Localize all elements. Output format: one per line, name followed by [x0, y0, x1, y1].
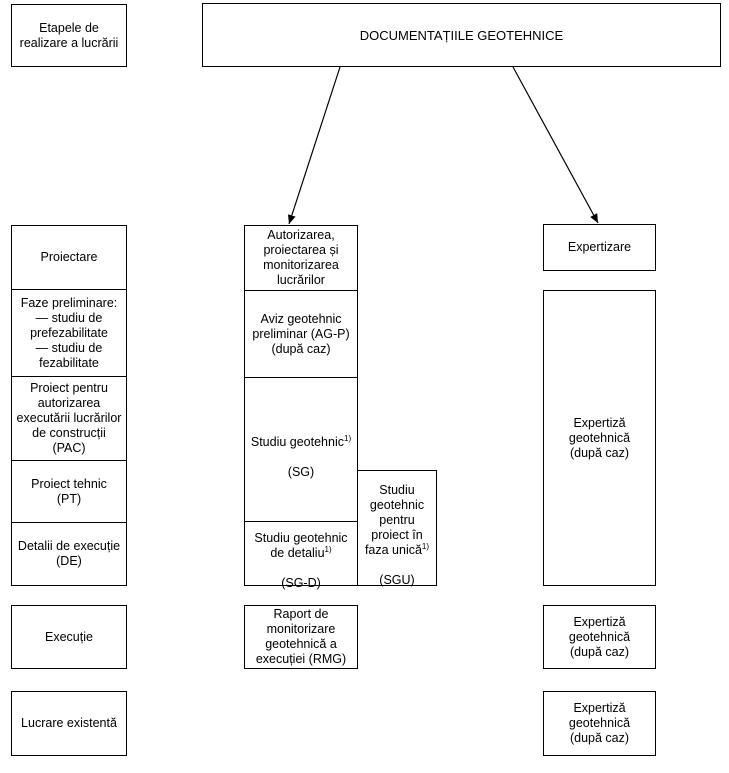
expertiza-geotehnica-main: Expertiză geotehnică (după caz)	[543, 290, 656, 586]
stage-executie: Execuție	[11, 605, 127, 669]
sg-text: Studiu geotehnic	[250, 434, 344, 449]
sgd-footnote: 1)	[324, 545, 332, 554]
expertiza-geotehnica-existenta: Expertiză geotehnică (după caz)	[543, 691, 656, 756]
sgd-text: Studiu geotehnic de detaliu	[254, 531, 348, 560]
studiu-geotehnic: Studiu geotehnic1) (SG)	[244, 377, 358, 522]
expertizare-header: Expertizare	[543, 224, 656, 271]
sgu-abbr: (SGU)	[379, 573, 415, 587]
arrow-to-authorization	[287, 66, 341, 225]
stage-pac: Proiect pentru autorizarea executării lu…	[11, 376, 127, 461]
arrow-to-expertizare	[512, 66, 599, 224]
sgu-footnote: 1)	[421, 542, 430, 551]
aviz-geotehnic-preliminar: Aviz geotehnic preliminar (AG-P) (după c…	[244, 290, 358, 378]
stage-pt: Proiect tehnic (PT)	[11, 460, 127, 523]
authorization-header: Autorizarea, proiectarea și monitorizare…	[244, 225, 358, 291]
sgu-text: Studiu geotehnic pentru proiect în faza …	[364, 483, 425, 557]
expertiza-geotehnica-executie: Expertiză geotehnică (după caz)	[543, 605, 656, 669]
stage-lucrare-existenta: Lucrare existentă	[11, 691, 127, 756]
studiu-geotehnic-faza-unica: Studiu geotehnic pentru proiect în faza …	[357, 470, 437, 587]
raport-monitorizare: Raport de monitorizare geotehnică a exec…	[244, 605, 358, 669]
diagram-title: DOCUMENTAȚIILE GEOTEHNICE	[202, 3, 721, 67]
stage-faze-preliminare: Faze preliminare: — studiu de prefezabil…	[11, 289, 127, 377]
sgd-abbr: (SG-D)	[281, 576, 321, 590]
stage-de: Detalii de execuție (DE)	[11, 522, 127, 586]
stages-label: Etapele de realizare a lucrării	[11, 4, 127, 67]
sg-abbr: (SG)	[287, 464, 315, 479]
sg-footnote: 1)	[344, 433, 352, 443]
studiu-geotehnic-detaliu: Studiu geotehnic de detaliu1) (SG-D)	[244, 521, 358, 590]
stage-proiectare: Proiectare	[11, 225, 127, 290]
